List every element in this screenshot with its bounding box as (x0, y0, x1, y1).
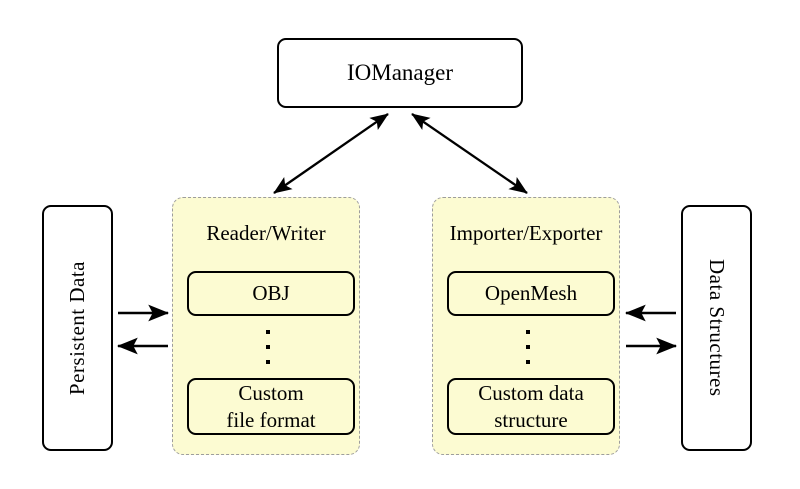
panel-reader-writer-title: Reader/Writer (206, 221, 326, 245)
item-obj[interactable]: OBJ (187, 271, 355, 316)
data-structures-label: Data Structures (705, 259, 729, 397)
item-custom-data-structure-line2: structure (494, 407, 568, 432)
item-custom-data-structure[interactable]: Custom data structure (447, 378, 615, 435)
item-openmesh[interactable]: OpenMesh (447, 271, 615, 316)
item-custom-file-format[interactable]: Custom file format (187, 378, 355, 435)
connector-manager-importer-exporter (411, 113, 528, 194)
io-manager-box[interactable]: IOManager (277, 38, 523, 108)
item-custom-data-structure-line1: Custom data (478, 381, 584, 406)
item-custom-file-format-line1: Custom (238, 381, 304, 406)
panel-importer-exporter-title: Importer/Exporter (449, 221, 603, 245)
io-manager-label: IOManager (346, 60, 453, 85)
ellipsis-reader-writer (266, 330, 270, 364)
connector-manager-reader-writer (273, 113, 389, 194)
ellipsis-importer-exporter (526, 330, 530, 364)
data-structures-box[interactable]: Data Structures (681, 205, 752, 451)
item-custom-file-format-line2: file format (226, 407, 316, 432)
item-obj-label: OBJ (252, 281, 290, 306)
item-openmesh-label: OpenMesh (484, 281, 578, 306)
persistent-data-box[interactable]: Persistent Data (42, 205, 113, 451)
persistent-data-label: Persistent Data (65, 260, 89, 396)
